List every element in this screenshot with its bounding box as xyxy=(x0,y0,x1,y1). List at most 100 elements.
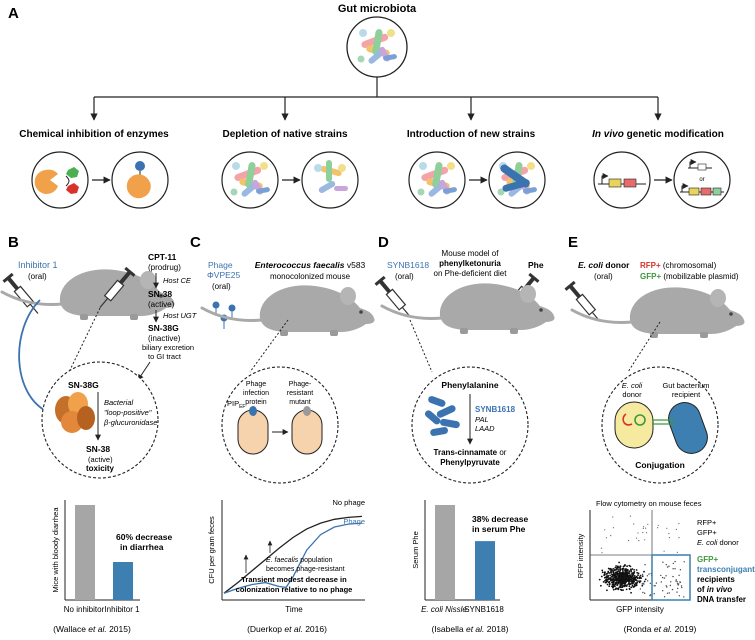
flow-title: Flow cytometry on mouse feces xyxy=(596,499,702,508)
chart-e-point xyxy=(626,576,629,578)
chart-e-point xyxy=(611,583,614,586)
chart-e-point xyxy=(632,577,634,580)
loop-label: "loop-positive" xyxy=(104,408,152,417)
biliary-label-1: biliary excretion xyxy=(142,343,194,352)
biliary-label-2: to GI tract xyxy=(148,352,182,361)
gate-label-5: DNA transfer xyxy=(697,595,746,604)
chart-e-point xyxy=(630,570,633,573)
chart-e-point xyxy=(615,587,617,590)
sn38g-top-label: SN-38G xyxy=(148,323,179,333)
chart-d-bar-0 xyxy=(435,505,455,600)
chart-c-series-1 xyxy=(223,522,363,594)
chart-e-point xyxy=(681,586,683,589)
chart-e-point xyxy=(672,562,674,565)
chart-d-ylabel: Serum Phe xyxy=(411,531,420,569)
chart-e-point xyxy=(627,579,629,582)
chart-e-point xyxy=(672,568,674,570)
resistant-label-1: Phage- xyxy=(289,381,312,388)
chart-e-point xyxy=(674,560,676,563)
chart-e-point xyxy=(608,580,611,583)
citation-d: (Isabella et al. 2018) xyxy=(431,624,508,634)
chart-b-bar-1 xyxy=(113,562,133,600)
chart-e-point xyxy=(617,588,620,591)
quadrant-label-1: RFP+ xyxy=(697,518,717,527)
product-label-2: Phenylpyruvate xyxy=(440,458,500,467)
chart-e-point xyxy=(633,569,635,571)
chart-d-bar-1 xyxy=(475,541,495,600)
pip-label: PIPEF xyxy=(227,399,245,410)
chart-e-point xyxy=(641,573,644,576)
strategy-label-introduction: Introduction of new strains xyxy=(407,129,536,140)
phage-infection-label-3: protein xyxy=(245,399,267,406)
chart-e-point xyxy=(623,575,625,577)
chart-b-bar-0 xyxy=(75,505,95,600)
pal-label: PAL xyxy=(475,415,489,424)
resistant-label-2: resistant xyxy=(287,390,314,397)
chart-d-xtick-1: SYNB1618 xyxy=(464,605,504,614)
chart-e-point xyxy=(636,581,639,584)
chart-e-point xyxy=(668,532,670,535)
synb-label: SYNB1618 xyxy=(387,260,429,270)
chart-e-point xyxy=(603,574,605,576)
citation-e: (Ronda et al. 2019) xyxy=(624,624,697,634)
chart-e-point xyxy=(649,582,651,584)
donor-oral: (oral) xyxy=(594,272,613,281)
chart-c-annotation-2: becomes phage-resistant xyxy=(266,566,345,573)
chart-e-point xyxy=(648,573,650,575)
chart-e-point xyxy=(625,588,628,591)
chart-e-point xyxy=(649,594,652,596)
chart-e-point xyxy=(601,552,603,554)
chart-e-point xyxy=(620,577,623,580)
chart-e-point xyxy=(642,591,644,594)
chart-e-point xyxy=(662,590,664,592)
chart-e-ylabel: RFP intensity xyxy=(576,534,585,579)
strain-depletion-icon xyxy=(221,151,359,209)
genetic-modification-icon: or xyxy=(593,151,731,209)
inhibitor-label: Inhibitor 1 xyxy=(18,260,58,270)
chart-e-point xyxy=(631,574,634,577)
chart-e-point xyxy=(628,539,630,542)
chart-e-point xyxy=(619,565,622,568)
syringe-icon xyxy=(373,275,416,321)
gut-lumen-circle-e xyxy=(601,366,719,484)
chart-e-point xyxy=(646,532,648,534)
circle-sn38-label: SN-38 xyxy=(86,444,110,454)
chart-e-point xyxy=(605,580,608,583)
gate-label-3: recipients xyxy=(697,575,735,584)
chart-e-point xyxy=(661,576,664,579)
chart-e-point xyxy=(626,584,628,586)
chart-e-point xyxy=(668,592,670,594)
chart-b: Mice with bloody diarrhea No inhibitor I… xyxy=(51,500,173,614)
chart-e-point xyxy=(678,537,680,539)
chart-e-point xyxy=(642,531,644,534)
panel-letter-e: E xyxy=(568,234,578,251)
chart-e-point xyxy=(643,526,645,528)
chart-c-series-0 xyxy=(223,515,363,594)
prodrug-label: (prodrug) xyxy=(148,263,181,272)
enzyme-inhibition-icon xyxy=(31,151,169,209)
chart-e-point xyxy=(675,528,678,531)
svg-text:or: or xyxy=(699,177,704,183)
chart-e-point xyxy=(605,579,607,581)
chart-e-point xyxy=(600,547,603,549)
chart-e-point xyxy=(607,567,610,570)
chart-e-point xyxy=(665,585,667,587)
chart-e-point xyxy=(607,570,610,573)
chart-e-point xyxy=(605,573,608,575)
chart-e-point xyxy=(641,584,644,587)
chart-e-point xyxy=(614,566,617,569)
inhibition-path xyxy=(18,299,49,413)
chart-e-point xyxy=(654,585,656,587)
chart-e-point xyxy=(675,579,677,581)
gut-lumen-circle-b xyxy=(41,361,159,479)
inactive-label: (inactive) xyxy=(148,334,181,343)
mouse-d xyxy=(380,281,557,336)
chart-e-point xyxy=(606,576,609,578)
chart-e-point xyxy=(611,570,614,572)
chart-e-point xyxy=(636,580,639,582)
chart-b-ylabel: Mice with bloody diarrhea xyxy=(51,507,60,593)
chart-e-point xyxy=(622,567,625,570)
chart-e-point xyxy=(653,585,655,587)
chart-e-point xyxy=(628,580,631,583)
chart-e-point xyxy=(609,567,612,570)
